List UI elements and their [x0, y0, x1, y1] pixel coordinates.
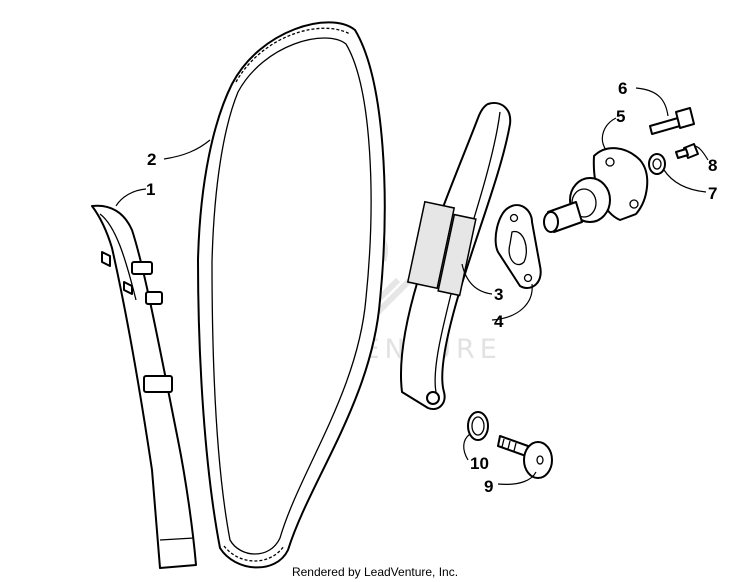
leader-3: [461, 263, 493, 295]
callout-7: 7: [708, 184, 717, 203]
callout-8: 8: [708, 156, 717, 175]
callout-1: 1: [146, 180, 155, 199]
callout-6: 6: [618, 79, 627, 98]
leader-1: [115, 188, 147, 207]
leader-6: [635, 87, 669, 117]
callout-3: 3: [494, 285, 503, 304]
leader-5: [601, 117, 617, 151]
part-4-gasket[interactable]: [494, 204, 542, 289]
callout-4: 4: [494, 312, 504, 331]
leader-lines: [115, 87, 709, 485]
part-7-washer[interactable]: [648, 153, 666, 175]
leader-8: [693, 145, 709, 161]
callout-5: 5: [616, 107, 625, 126]
callout-10: 10: [470, 454, 489, 473]
leader-2: [163, 139, 211, 160]
leader-10: [463, 433, 471, 461]
callout-labels: 1 2 3 4 5 6 7 8 9 10: [146, 79, 717, 496]
leader-9: [497, 471, 537, 485]
part-1-chain-guide[interactable]: [91, 204, 197, 569]
callout-9: 9: [484, 477, 493, 496]
part-8-cap-bolt[interactable]: [675, 143, 699, 159]
leader-7: [663, 169, 707, 193]
part-6-bolt[interactable]: [649, 107, 695, 135]
part-9-pivot-bolt[interactable]: [497, 435, 553, 479]
footer-credit: Rendered by LeadVenture, Inc.: [292, 565, 458, 579]
part-3-tensioner-guide[interactable]: [399, 102, 512, 410]
leader-4: [491, 283, 533, 321]
part-5-tensioner-body[interactable]: [543, 147, 649, 233]
part-2-timing-chain[interactable]: [197, 21, 386, 569]
part-10-o-ring[interactable]: [467, 411, 489, 441]
callout-2: 2: [147, 150, 156, 169]
